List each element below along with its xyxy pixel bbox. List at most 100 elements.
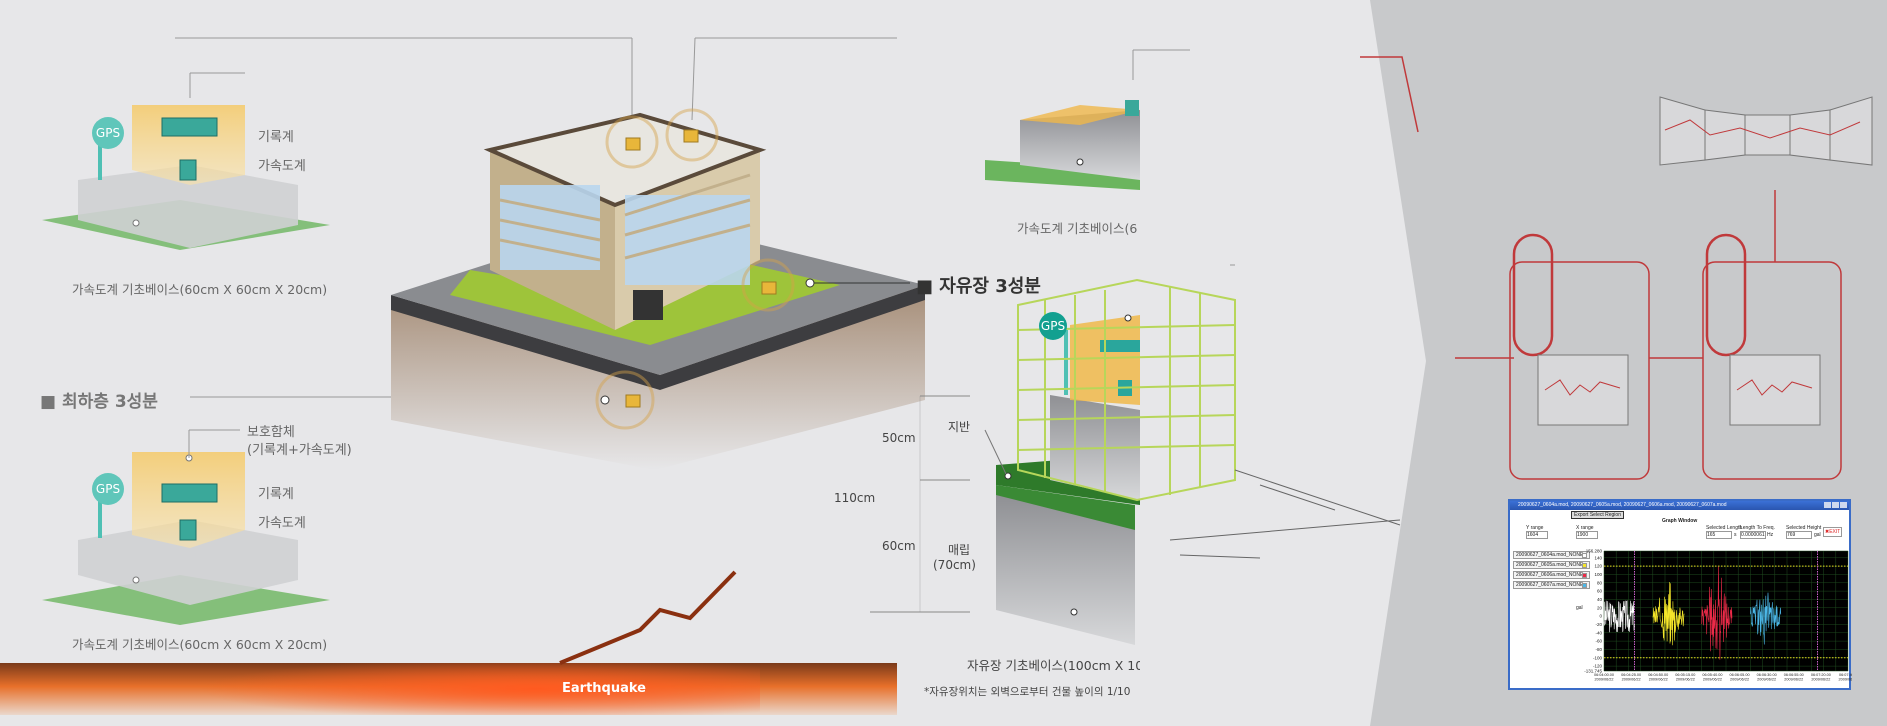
y-tick-label: -60 — [1595, 639, 1602, 644]
accelerometer-label: 가속도계 — [258, 159, 306, 174]
legend-swatch — [1582, 553, 1587, 558]
waveform-trace — [1652, 581, 1685, 646]
selected-height-value: 769 — [1786, 531, 1812, 539]
legend-item[interactable]: 20090627_0604a.mod_NONE — [1513, 551, 1590, 559]
y-tick-label: -20 — [1595, 622, 1602, 627]
buried-label: 매립 — [948, 543, 971, 557]
y-tick-label: 80 — [1597, 580, 1603, 585]
dim-110cm: 110cm — [834, 491, 876, 505]
y-tick-label: 40 — [1597, 597, 1603, 602]
x-tick-date: 2009/06/22 — [1730, 678, 1749, 682]
x-tick-label: 06:07:20.00 — [1811, 673, 1831, 677]
x-tick-label: 06:05:15.00 — [1675, 673, 1695, 677]
y-tick-label: 120 — [1594, 564, 1602, 569]
graph-window-heading: Graph Window — [1662, 518, 1698, 524]
y-tick-label: -131.745 — [1584, 669, 1602, 674]
graph-window-titlebar: 20090627_0604a.mod, 20090627_0605a.mod, … — [1510, 501, 1849, 510]
legend-swatch — [1582, 573, 1587, 578]
legend-item[interactable]: 20090627_0605a.mod_NONE — [1513, 561, 1590, 569]
x-range-input[interactable]: 1900 — [1576, 531, 1598, 539]
y-tick-label: -120 — [1593, 664, 1603, 669]
waveform-plot[interactable]: 156.280140120100806040200-20-40-60-80-10… — [1580, 549, 1852, 689]
y-range-label: Y range — [1526, 525, 1544, 531]
rooftop-detail — [985, 100, 1140, 190]
length-to-freq-label: Length To Freq. — [1740, 525, 1775, 531]
minimize-button[interactable] — [1824, 502, 1831, 508]
buried-depth: (70cm) — [933, 558, 976, 572]
x-tick-date: 2009/06/22 — [1811, 678, 1830, 682]
y-tick-label: 100 — [1594, 572, 1602, 577]
length-to-freq-unit: Hz — [1767, 532, 1774, 538]
gps-badge: GPS — [92, 473, 124, 505]
x-tick-date: 2009/06/22 — [1784, 678, 1803, 682]
y-tick-label: 140 — [1594, 555, 1602, 560]
x-tick-label: 06:04:25.00 — [1621, 673, 1641, 677]
waveform-trace — [1603, 600, 1635, 633]
free-field-caption: 자유장 기초베이스(100cm X 100 — [967, 658, 1140, 673]
length-to-freq-value: 0.0000061 — [1740, 531, 1766, 539]
selected-length-label: Selected Length — [1706, 525, 1743, 531]
section-title-free-field: ■ 자유장 3성분 — [916, 276, 1041, 297]
x-tick-date: 2009/06/22 — [1676, 678, 1695, 682]
square-bullet-icon: ■ — [916, 276, 940, 297]
sensor-rings — [595, 108, 795, 430]
dim-50cm: 50cm — [882, 431, 916, 445]
graph-toolbar: Y range 1604 X range 1900 Selected Lengt… — [1514, 525, 1844, 539]
export-select-region-button[interactable]: Export Select Region — [1571, 511, 1624, 519]
enclosure-label: 보호함체 — [247, 425, 295, 440]
selected-height-label: Selected Height — [1786, 525, 1822, 531]
ground-label: 지반 — [948, 420, 971, 434]
waveform-trace — [1750, 592, 1782, 645]
y-tick-label: -100 — [1593, 655, 1603, 660]
x-tick-label: 06:04:50.00 — [1648, 673, 1668, 677]
graph-window: 20090627_0604a.mod, 20090627_0605a.mod, … — [1508, 499, 1852, 690]
x-tick-label: 06:06:30.00 — [1757, 673, 1777, 677]
y-tick-label: -80 — [1595, 647, 1602, 652]
dim-60cm: 60cm — [882, 539, 916, 553]
square-bullet-icon: ■ — [40, 392, 62, 412]
close-x-icon: ✖ — [1825, 529, 1830, 535]
close-button[interactable] — [1840, 502, 1847, 508]
legend-item[interactable]: 20090627_0606a.mod_NONE — [1513, 571, 1590, 579]
x-tick-date: 2009/06/22 — [1622, 678, 1641, 682]
y-tick-label: 0 — [1599, 614, 1602, 619]
legend-swatch — [1582, 583, 1587, 588]
y-axis-label: gal — [1576, 605, 1583, 611]
x-range-label: X range — [1576, 525, 1594, 531]
maximize-button[interactable] — [1832, 502, 1839, 508]
x-tick-label: 06:04:00.00 — [1594, 673, 1614, 677]
earthquake-label: Earthquake — [562, 681, 646, 696]
y-tick-label: -40 — [1595, 630, 1602, 635]
rooftop-caption: 가속도계 기초베이스(6 — [1017, 221, 1138, 236]
recorder-label: 기록계 — [258, 130, 294, 145]
selected-length-unit: s — [1734, 532, 1737, 538]
accelerometer-label: 가속도계 — [258, 516, 306, 531]
x-tick-date: 2009/06/22 — [1838, 678, 1852, 682]
free-field-note: *자유장위치는 외벽으로부터 건물 높이의 1/10 — [924, 686, 1131, 698]
waveform-trace — [1701, 566, 1733, 660]
base-caption: 가속도계 기초베이스(60cm X 60cm X 20cm) — [72, 637, 328, 652]
selected-length-value: 165 — [1706, 531, 1732, 539]
lower-left-base — [42, 429, 330, 625]
x-tick-label: 06:06:55.00 — [1784, 673, 1804, 677]
y-tick-label: 60 — [1597, 589, 1603, 594]
x-tick-date: 2009/06/22 — [1757, 678, 1776, 682]
recorder-label: 기록계 — [258, 487, 294, 502]
free-field-diagram — [870, 278, 1401, 645]
base-caption: 가속도계 기초베이스(60cm X 60cm X 20cm) — [72, 282, 328, 297]
gps-badge: GPS — [92, 117, 124, 149]
exit-button[interactable]: ✖EXIT — [1823, 527, 1843, 537]
top-left-base — [42, 105, 330, 250]
x-tick-date: 2009/06/22 — [1594, 678, 1613, 682]
earthquake-crack — [559, 570, 737, 665]
right-panel-illustration — [1360, 56, 1842, 480]
legend-item[interactable]: 20090627_0607a.mod_NONE — [1513, 581, 1590, 589]
x-tick-label: 06:07:40.0 — [1839, 673, 1852, 677]
gps-badge: GPS — [1039, 312, 1067, 340]
x-tick-date: 2009/06/22 — [1703, 678, 1722, 682]
y-range-input[interactable]: 1604 — [1526, 531, 1548, 539]
enclosure-sub-label: (기록계+가속도계) — [247, 443, 352, 458]
x-tick-date: 2009/06/22 — [1649, 678, 1668, 682]
section-title-lowest-floor: ■ 최하층 3성분 — [40, 392, 158, 412]
